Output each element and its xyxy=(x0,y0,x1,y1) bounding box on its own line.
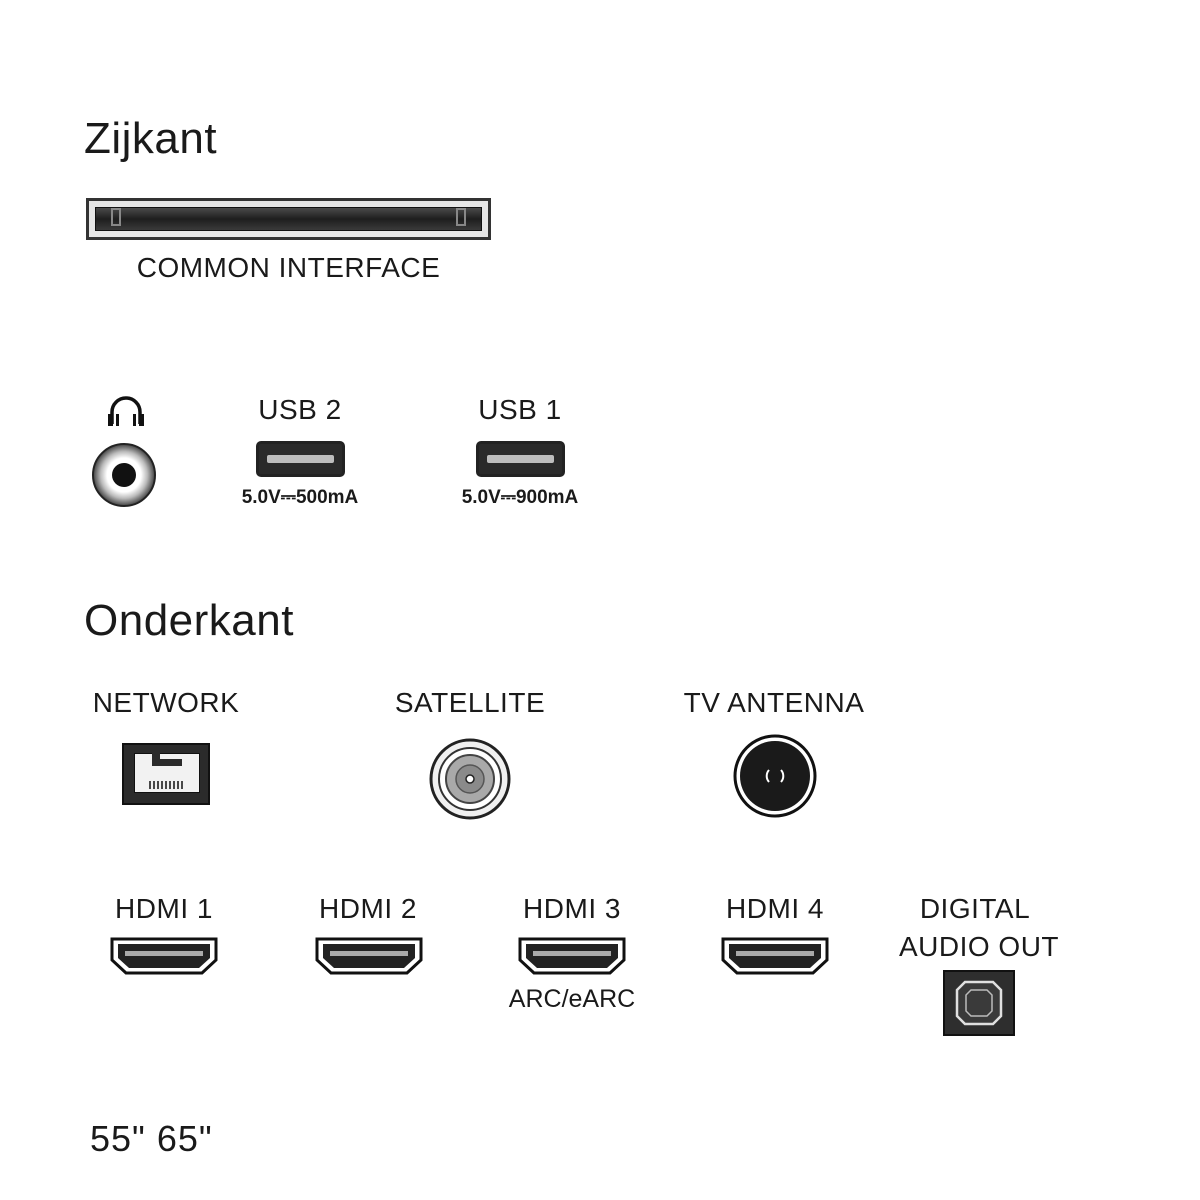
digital-audio-label-line1: DIGITAL xyxy=(919,893,1031,924)
tv-antenna-port xyxy=(733,734,817,818)
usb1-spec: 5.0V⎓900mA xyxy=(461,487,579,508)
satellite-port xyxy=(428,737,512,821)
tv-antenna-label: TV ANTENNA xyxy=(683,687,865,718)
network-label: NETWORK xyxy=(92,687,240,718)
usb1-port xyxy=(476,441,565,477)
usb1-label: USB 1 xyxy=(478,394,562,425)
usb2-label: USB 2 xyxy=(258,394,342,425)
hdmi3-port xyxy=(517,936,627,976)
hdmi1-port xyxy=(109,936,219,976)
usb2-port xyxy=(256,441,345,477)
side-section-title: Zijkant xyxy=(84,114,218,163)
usb2-spec: 5.0V⎓500mA xyxy=(241,487,359,508)
common-interface-slot xyxy=(86,198,491,240)
headphone-icon xyxy=(106,396,146,432)
hdmi3-label: HDMI 3 xyxy=(523,893,621,924)
hdmi1-label: HDMI 1 xyxy=(115,893,213,924)
hdmi4-port xyxy=(720,936,830,976)
common-interface-label: COMMON INTERFACE xyxy=(136,252,441,283)
hdmi2-label: HDMI 2 xyxy=(319,893,417,924)
bottom-section-title: Onderkant xyxy=(84,596,294,645)
digital-audio-out-port xyxy=(943,970,1015,1036)
hdmi4-label: HDMI 4 xyxy=(726,893,824,924)
hdmi3-arc-note: ARC/eARC xyxy=(508,985,636,1013)
hdmi2-port xyxy=(314,936,424,976)
headphone-jack xyxy=(92,443,156,507)
network-port xyxy=(122,743,210,805)
screen-sizes-label: 55" 65" xyxy=(90,1118,213,1159)
digital-audio-label-line2: AUDIO OUT xyxy=(898,931,1060,962)
satellite-label: SATELLITE xyxy=(394,687,546,718)
